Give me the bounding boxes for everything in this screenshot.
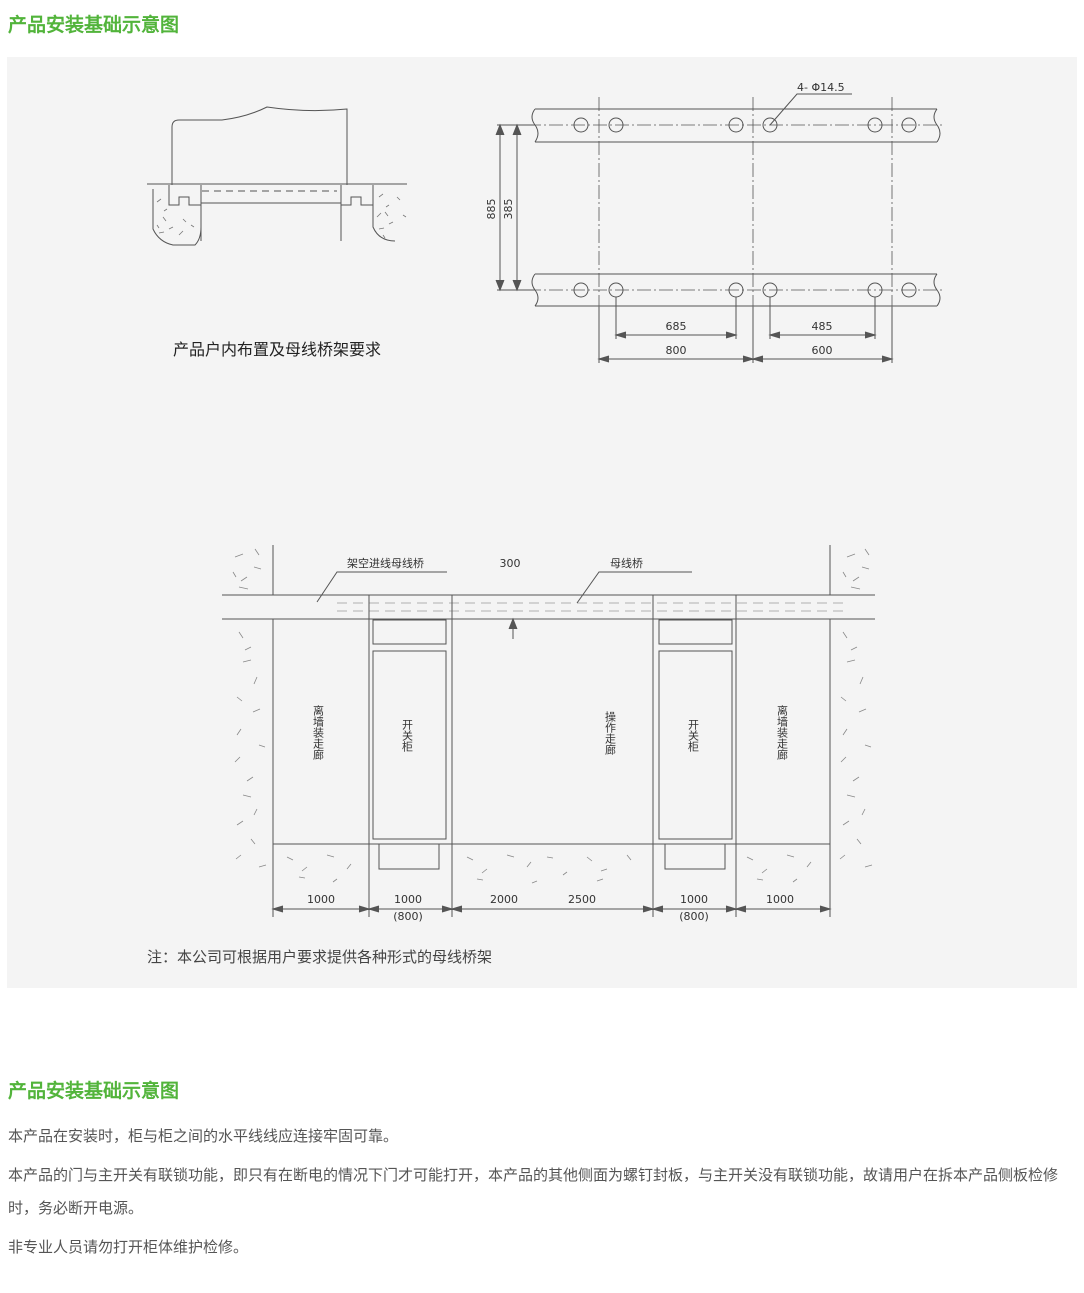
corridor-left-label: 离墙装走廊 [312, 704, 325, 761]
dim-800-label: 800 [666, 344, 687, 357]
rail-plan-drawing [495, 93, 945, 363]
dim-485-label: 485 [812, 320, 833, 333]
dim-885-label: 885 [485, 199, 498, 220]
dim-corridor-left: 1000 [307, 893, 335, 906]
instructions-text: 本产品在安装时，柜与柜之间的水平线线应连接牢固可靠。 本产品的门与主开关有联锁功… [8, 1120, 1080, 1270]
corridor-right-label: 离墙装走廊 [776, 704, 789, 761]
dim-cabinet-left: 1000 [394, 893, 422, 906]
cabinet-foundation-drawing [147, 106, 407, 246]
dim-cabinet-right: 1000 [680, 893, 708, 906]
cabinet-right-label: 开关柜 [687, 719, 700, 753]
dim-operation-a: 2000 [490, 893, 518, 906]
diagram-panel: 4- Φ14.5 885 385 685 485 800 600 架空进线母线桥… [7, 57, 1077, 988]
dim-685-label: 685 [666, 320, 687, 333]
dim-cabinet-left-alt: (800) [393, 910, 423, 923]
installation-diagram: 4- Φ14.5 885 385 685 485 800 600 架空进线母线桥… [147, 81, 945, 923]
holes-spec-label: 4- Φ14.5 [797, 81, 845, 94]
paragraph: 本产品的门与主开关有联锁功能，即只有在断电的情况下门才可能打开，本产品的其他侧面… [8, 1166, 1059, 1217]
layout-caption: 产品户内布置及母线桥架要求 [173, 340, 382, 359]
operation-corridor-label: 操作走廊 [604, 710, 617, 756]
mounting-holes [573, 117, 917, 298]
dim-600-label: 600 [812, 344, 833, 357]
dim-300-label: 300 [500, 557, 521, 570]
overhead-bus-label: 架空进线母线桥 [347, 556, 424, 570]
paragraph: 本产品在安装时，柜与柜之间的水平线线应连接牢固可靠。 [8, 1127, 399, 1145]
paragraph: 非专业人员请勿打开柜体维护检修。 [8, 1238, 249, 1256]
section-title-2: 产品安装基础示意图 [8, 1080, 180, 1102]
dim-cabinet-right-alt: (800) [679, 910, 709, 923]
dim-corridor-right: 1000 [766, 893, 794, 906]
concrete-hatch-right [376, 193, 407, 239]
ground-hatch [232, 548, 873, 884]
dim-operation-b: 2500 [568, 893, 596, 906]
room-plan-drawing [222, 545, 875, 917]
bus-bridge-label: 母线桥 [610, 556, 643, 570]
dim-385-label: 385 [502, 199, 515, 220]
diagram-note: 注：本公司可根据用户要求提供各种形式的母线桥架 [147, 948, 493, 966]
cabinet-left-label: 开关柜 [401, 719, 414, 753]
concrete-hatch-left [156, 198, 195, 236]
section-title: 产品安装基础示意图 [8, 14, 180, 36]
